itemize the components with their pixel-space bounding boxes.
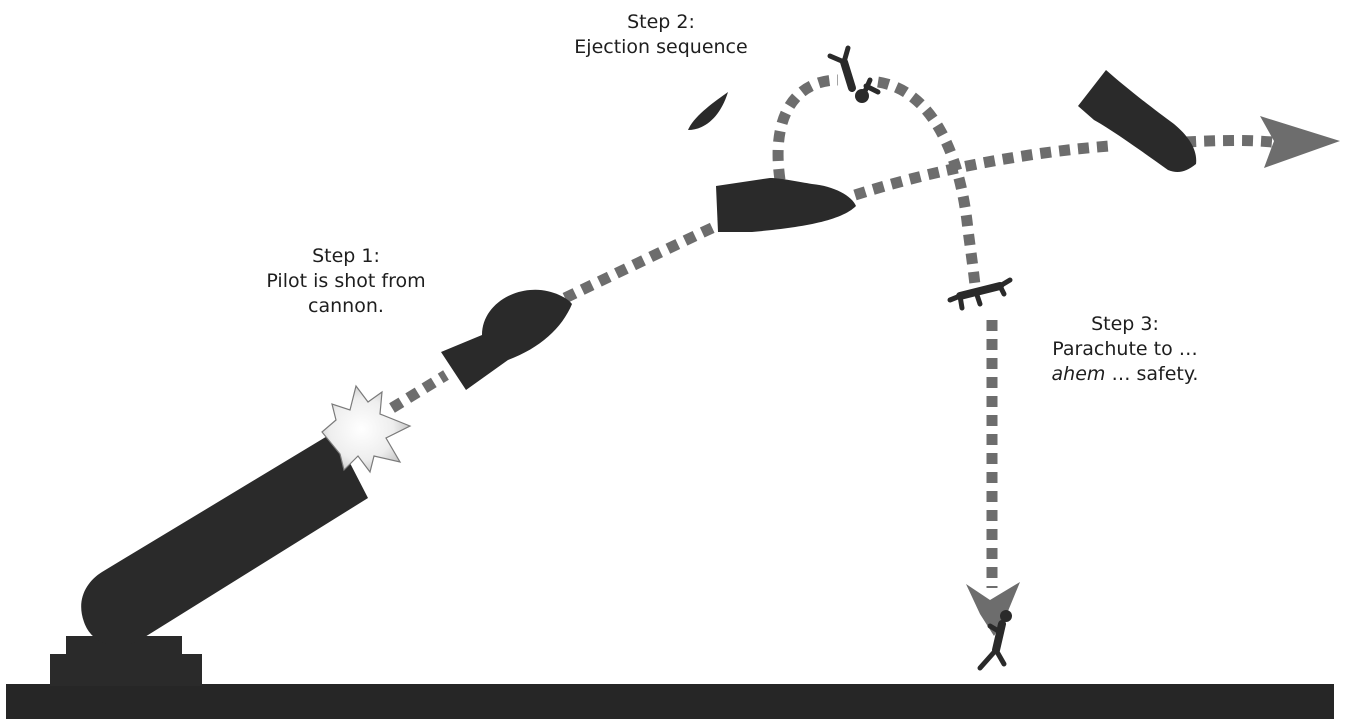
step-3-title: Step 3: — [1015, 312, 1235, 337]
cannon-icon — [50, 432, 368, 686]
ground — [6, 684, 1334, 719]
plane-icon — [1078, 70, 1196, 172]
pilot-icon — [830, 48, 878, 103]
step-1-line-2: cannon. — [236, 294, 456, 319]
step-1-line-1: Pilot is shot from — [236, 269, 456, 294]
step-3-label: Step 3: Parachute to … ahem … safety. — [1015, 312, 1235, 387]
plane-icon — [441, 290, 572, 390]
step-3-line-1: Parachute to … — [1015, 337, 1235, 362]
step-2-title: Step 2: — [546, 10, 776, 35]
step-2-label: Step 2: Ejection sequence — [546, 10, 776, 60]
pilot-icon — [950, 280, 1010, 308]
step-3-line-2-text: … safety. — [1111, 363, 1198, 385]
step-2-line-1: Ejection sequence — [546, 35, 776, 60]
ejection-path — [778, 80, 992, 588]
step-3-line-2: ahem … safety. — [1015, 362, 1235, 387]
step-1-title: Step 1: — [236, 244, 456, 269]
step-1-label: Step 1: Pilot is shot from cannon. — [236, 244, 456, 319]
plane-icon — [716, 178, 856, 232]
arrowhead-icon — [1260, 116, 1340, 168]
step-3-emphasis: ahem — [1052, 363, 1106, 385]
canopy-icon — [688, 92, 728, 130]
